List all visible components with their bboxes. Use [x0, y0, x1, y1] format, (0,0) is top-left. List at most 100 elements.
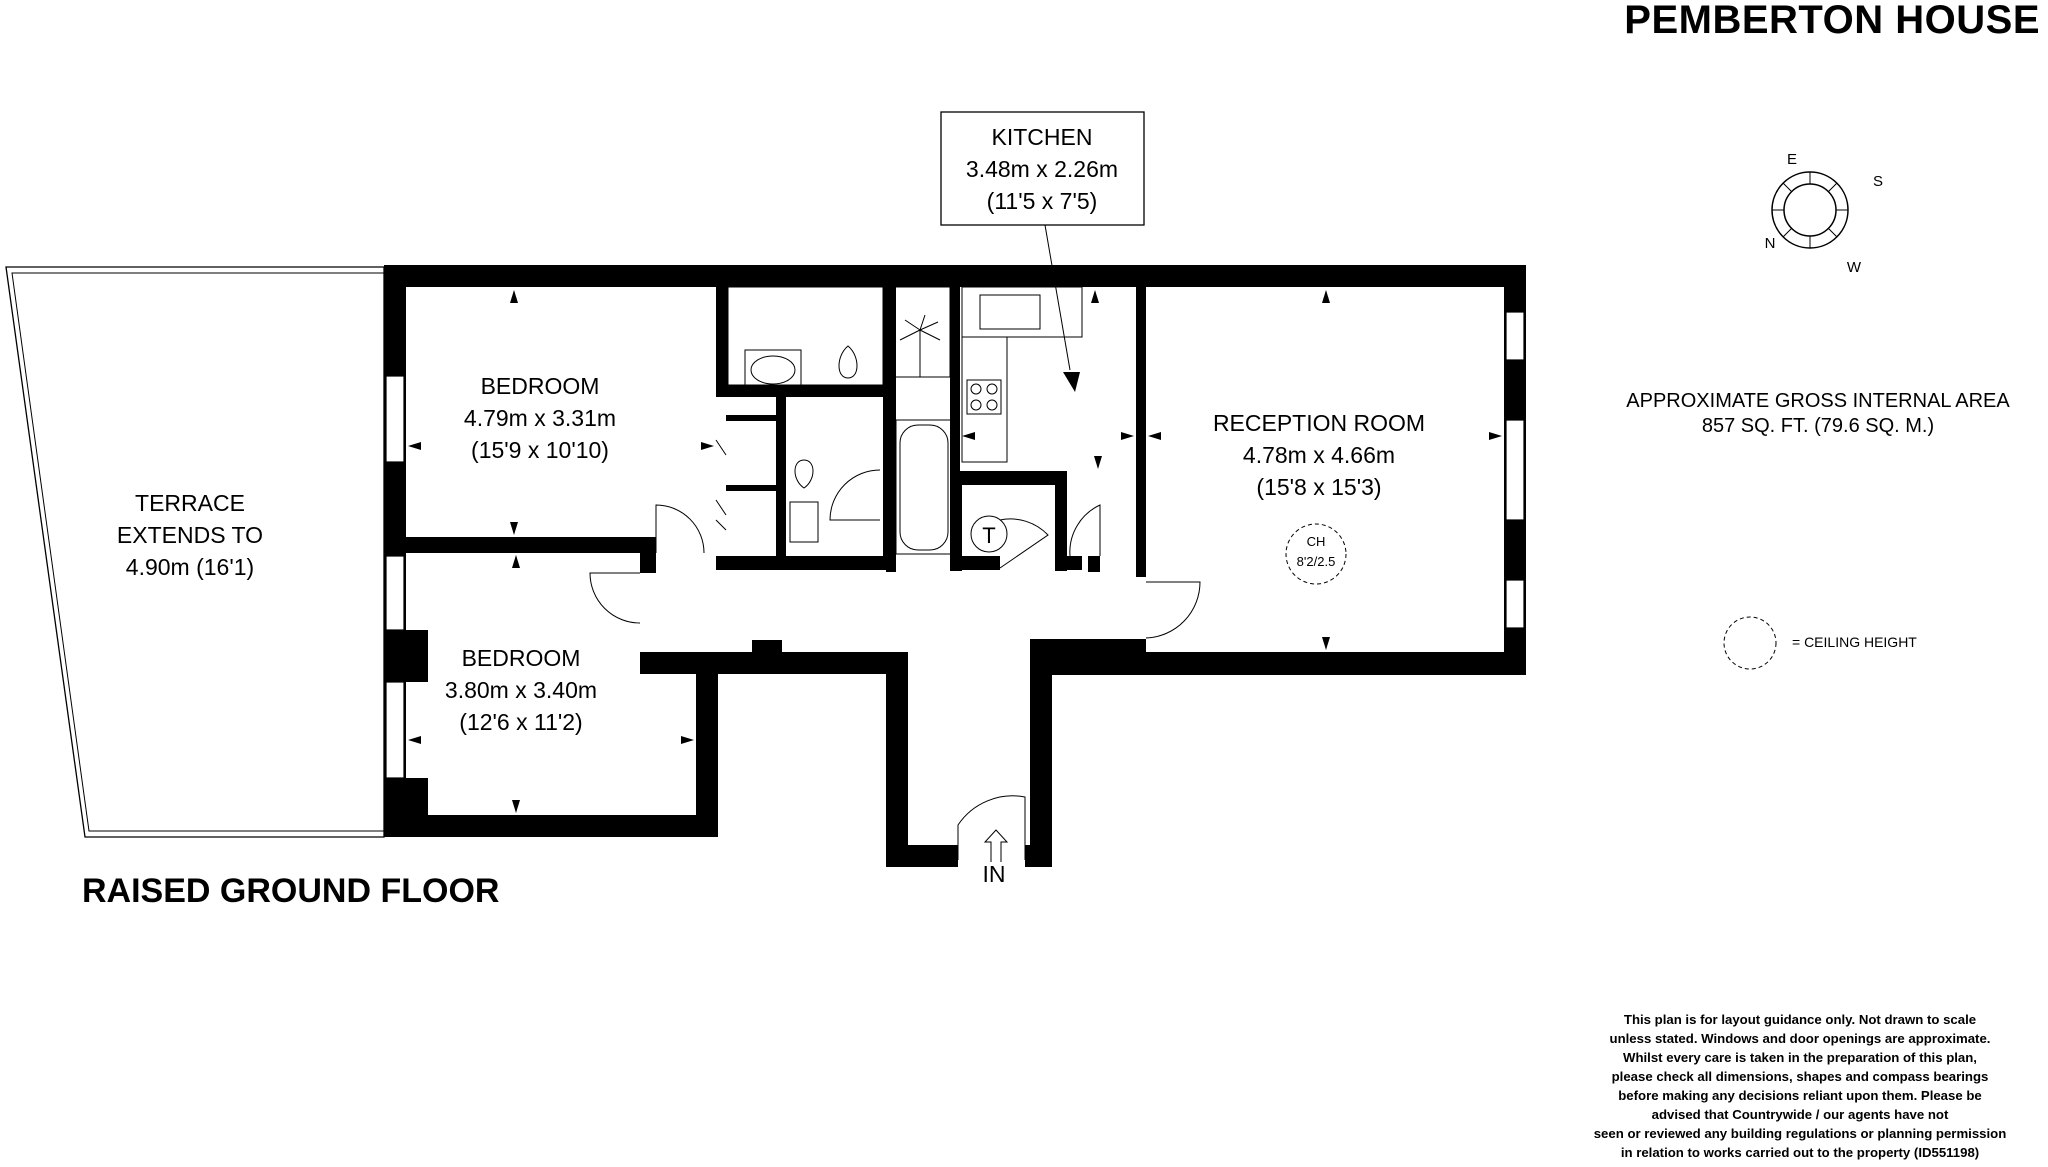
ceiling-height-legend-label: = CEILING HEIGHT	[1792, 634, 1917, 650]
terrace: TERRACE EXTENDS TO 4.90m (16'1)	[5, 266, 385, 838]
dim-arrow	[1121, 432, 1134, 440]
area-heading: APPROXIMATE GROSS INTERNAL AREA	[1626, 390, 2010, 412]
dim-arrow	[408, 442, 421, 450]
door-cupboard[interactable]	[999, 518, 1049, 569]
door-bedroom1[interactable]	[655, 504, 705, 554]
bedroom2-name: BEDROOM	[462, 645, 581, 671]
pier-bedroom2	[384, 630, 428, 682]
wall-entrance-right	[1030, 652, 1052, 867]
wall-bedroom2-bottom	[384, 815, 718, 837]
wall-wardrobe-mid	[726, 485, 776, 491]
dim-arrow	[962, 432, 975, 440]
wall-ensuite-left	[776, 397, 786, 570]
kitchen-worktop	[961, 286, 1083, 338]
toilet-ensuite-icon	[838, 345, 858, 379]
wall-top	[384, 265, 1526, 287]
bedroom1-name: BEDROOM	[481, 373, 600, 399]
reception-imperial: (15'8 x 15'3)	[1256, 474, 1381, 500]
hob-ring-1	[970, 383, 982, 395]
hob-icon	[966, 379, 1002, 415]
terrace-extends-label: EXTENDS TO	[117, 522, 263, 548]
entrance-label: IN	[983, 861, 1006, 887]
compass-ticks	[1772, 172, 1848, 248]
wall-partition-stub	[640, 537, 656, 573]
wall-reception-left	[1136, 287, 1146, 577]
vanity-unit	[744, 349, 802, 391]
compass-e: E	[1787, 151, 1797, 168]
ensuite-room	[727, 286, 884, 386]
dim-arrow	[1322, 290, 1330, 303]
compass-s: S	[1873, 173, 1883, 190]
door-kitchen[interactable]	[1069, 504, 1101, 557]
window-bedroom2-upper[interactable]	[385, 555, 405, 631]
compass-n: N	[1765, 235, 1776, 252]
window-reception-1[interactable]	[1505, 311, 1525, 361]
wall-bedroom-partition	[384, 537, 656, 553]
bedroom1-imperial: (15'9 x 10'10)	[471, 437, 609, 463]
door-reception[interactable]	[1145, 581, 1201, 639]
wall-ensuite-bottom	[716, 556, 896, 570]
kitchen-label-box	[940, 111, 1145, 226]
tank-cupboard-label: T	[982, 523, 995, 548]
compass-w: W	[1847, 259, 1862, 276]
wall-wardrobe-top	[726, 415, 776, 421]
window-bedroom2-lower[interactable]	[385, 681, 405, 779]
terrace-outline	[5, 266, 385, 838]
dim-arrow	[1489, 432, 1502, 440]
ceiling-height-circle	[1285, 523, 1347, 585]
wall-joint	[886, 556, 896, 572]
area-value: 857 SQ. FT. (79.6 SQ. M.)	[1701, 415, 1935, 437]
compass-icon: E S N W	[1765, 151, 1883, 276]
toilet-bathroom-icon	[794, 459, 814, 489]
kitchen-leader-line	[1044, 224, 1071, 371]
wall-entrance-bottom-left	[886, 845, 958, 867]
wall-reception-bottom-step	[1030, 639, 1146, 654]
ceiling-height-legend-icon	[1723, 616, 1777, 670]
entrance-arrow-icon	[983, 829, 1009, 862]
wall-bath-bottom	[716, 385, 896, 397]
door-entrance[interactable]	[957, 795, 1026, 860]
wall-cupboard-left	[950, 471, 962, 571]
gross-internal-area: APPROXIMATE GROSS INTERNAL AREA 857 SQ. …	[1598, 389, 2038, 439]
terrace-label: TERRACE	[135, 490, 245, 516]
door-wardrobe[interactable]	[715, 439, 727, 531]
wall-cupboard-bottom	[950, 556, 1000, 570]
wall-bedroom2-right	[696, 652, 718, 837]
bathtub-surround	[895, 419, 953, 555]
room-labels: BEDROOM 4.79m x 3.31m (15'9 x 10'10) BED…	[445, 373, 1425, 735]
walls	[384, 265, 1526, 867]
dim-arrow	[1148, 432, 1161, 440]
kitchen-name: KITCHEN	[992, 124, 1093, 150]
window-reception-2[interactable]	[1505, 419, 1525, 521]
bedroom2-imperial: (12'6 x 11'2)	[459, 709, 582, 735]
dimension-arrows	[408, 290, 1502, 813]
dim-arrow	[1322, 637, 1330, 650]
dim-arrow	[1091, 290, 1099, 303]
kitchen-metric: 3.48m x 2.26m	[966, 156, 1118, 182]
wall-corridor-bottom-left	[640, 652, 896, 674]
kitchen-imperial: (11'5 x 7'5)	[987, 188, 1098, 214]
pier-bedroom2-lower	[384, 778, 428, 818]
door-bathroom[interactable]	[829, 469, 881, 521]
window-bedroom1[interactable]	[385, 375, 405, 463]
hob-ring-2	[986, 383, 998, 395]
basin-bathroom-icon	[789, 501, 819, 543]
bathtub-icon	[899, 424, 949, 551]
bedroom1-metric: 4.79m x 3.31m	[464, 405, 616, 431]
terrace-inner-outline	[11, 272, 385, 832]
floor-title: RAISED GROUND FLOOR	[82, 872, 500, 910]
dim-arrow	[512, 555, 520, 568]
wall-bath-left	[716, 287, 728, 397]
window-reception-3[interactable]	[1505, 579, 1525, 629]
wall-entrance-left	[886, 652, 908, 867]
shower-head-icon	[899, 314, 941, 377]
wall-stub	[752, 640, 782, 654]
windows	[384, 311, 1525, 818]
kitchen-callout: KITCHEN 3.48m x 2.26m (11'5 x 7'5)	[940, 111, 1145, 392]
hob-ring-3	[970, 399, 982, 411]
door-bedroom2[interactable]	[589, 572, 641, 624]
dim-arrow	[681, 736, 694, 744]
entrance: IN	[983, 829, 1009, 887]
property-name: PEMBERTON HOUSE	[1624, 0, 2040, 42]
